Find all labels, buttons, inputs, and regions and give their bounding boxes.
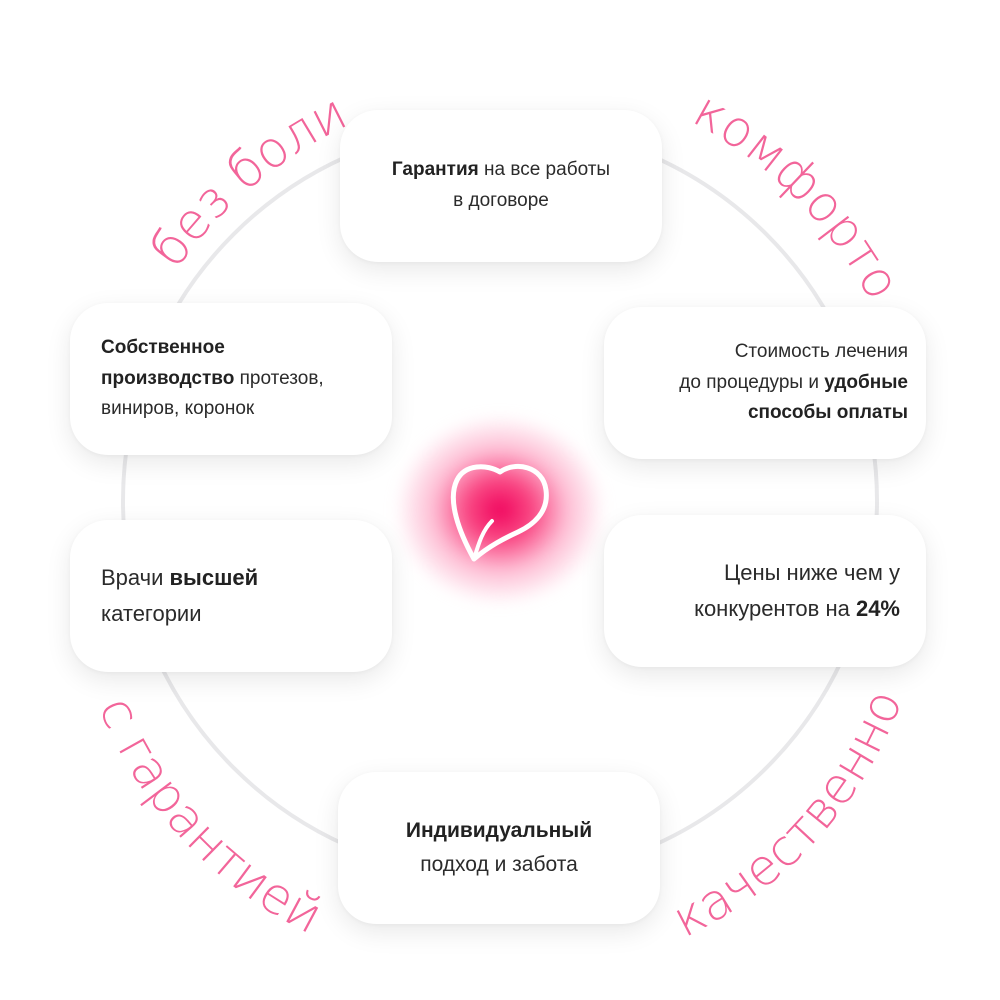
center-glow	[395, 415, 605, 605]
label-bez-boli: без боли	[139, 83, 356, 278]
card-own-production-bold1: Собственное	[101, 336, 225, 358]
card-prices-text2: конкурентов на	[694, 596, 856, 621]
card-own-production-text2: виниров, коронок	[101, 398, 255, 420]
card-guarantee-text2: в договоре	[453, 190, 549, 211]
label-kachestvenno: качественно	[663, 682, 913, 949]
card-prices: Цены ниже чем у конкурентов на 24%	[604, 515, 926, 667]
card-guarantee: Гарантия на все работы в договоре	[340, 110, 662, 262]
card-individual: Индивидуальный подход и забота	[338, 772, 660, 924]
card-doctors: Врачи высшей категории	[70, 520, 392, 672]
card-doctors-bold: высшей	[169, 565, 259, 591]
card-doctors-text1: Врачи	[101, 565, 170, 591]
card-cost-bold2: способы оплаты	[747, 402, 908, 424]
card-own-production-bold2: производство	[101, 367, 235, 389]
card-own-production-text1: протезов,	[234, 367, 324, 389]
card-cost-bold1: удобные	[824, 371, 908, 393]
card-prices-text1: Цены ниже чем у	[723, 560, 900, 586]
card-individual-bold: Индивидуальный	[405, 818, 593, 842]
card-guarantee-bold: Гарантия	[391, 159, 479, 181]
label-s-garantiey: с гарантией	[87, 688, 331, 945]
tooth-icon	[450, 463, 549, 562]
card-cost-text1: Стоимость лечения	[734, 340, 908, 362]
card-guarantee-text1: на все работы	[478, 159, 611, 181]
card-cost: Стоимость лечения до процедуры и удобные…	[604, 307, 926, 459]
card-own-production: Собственное производство протезов, винир…	[70, 303, 392, 455]
card-prices-bold: 24%	[855, 596, 900, 621]
card-individual-text: подход и забота	[420, 853, 578, 876]
card-cost-text2: до процедуры и	[679, 371, 825, 393]
card-doctors-text2: категории	[101, 601, 202, 626]
